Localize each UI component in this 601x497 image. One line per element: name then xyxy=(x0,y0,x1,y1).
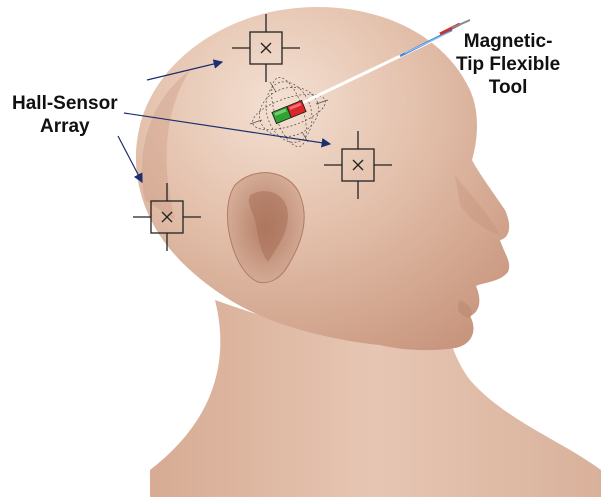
hall-sensor-label-line-1: Hall-Sensor xyxy=(12,92,118,115)
hall-sensor-label-line-2: Array xyxy=(12,115,118,138)
tool-label-line-3: Tool xyxy=(456,76,560,99)
magnetic-tip-tool-label: Magnetic- Tip Flexible Tool xyxy=(456,30,560,99)
head-shape xyxy=(136,7,509,350)
hall-sensor-array-label: Hall-Sensor Array xyxy=(12,92,118,138)
tool-label-line-1: Magnetic- xyxy=(456,30,560,53)
tool-label-line-2: Tip Flexible xyxy=(456,53,560,76)
